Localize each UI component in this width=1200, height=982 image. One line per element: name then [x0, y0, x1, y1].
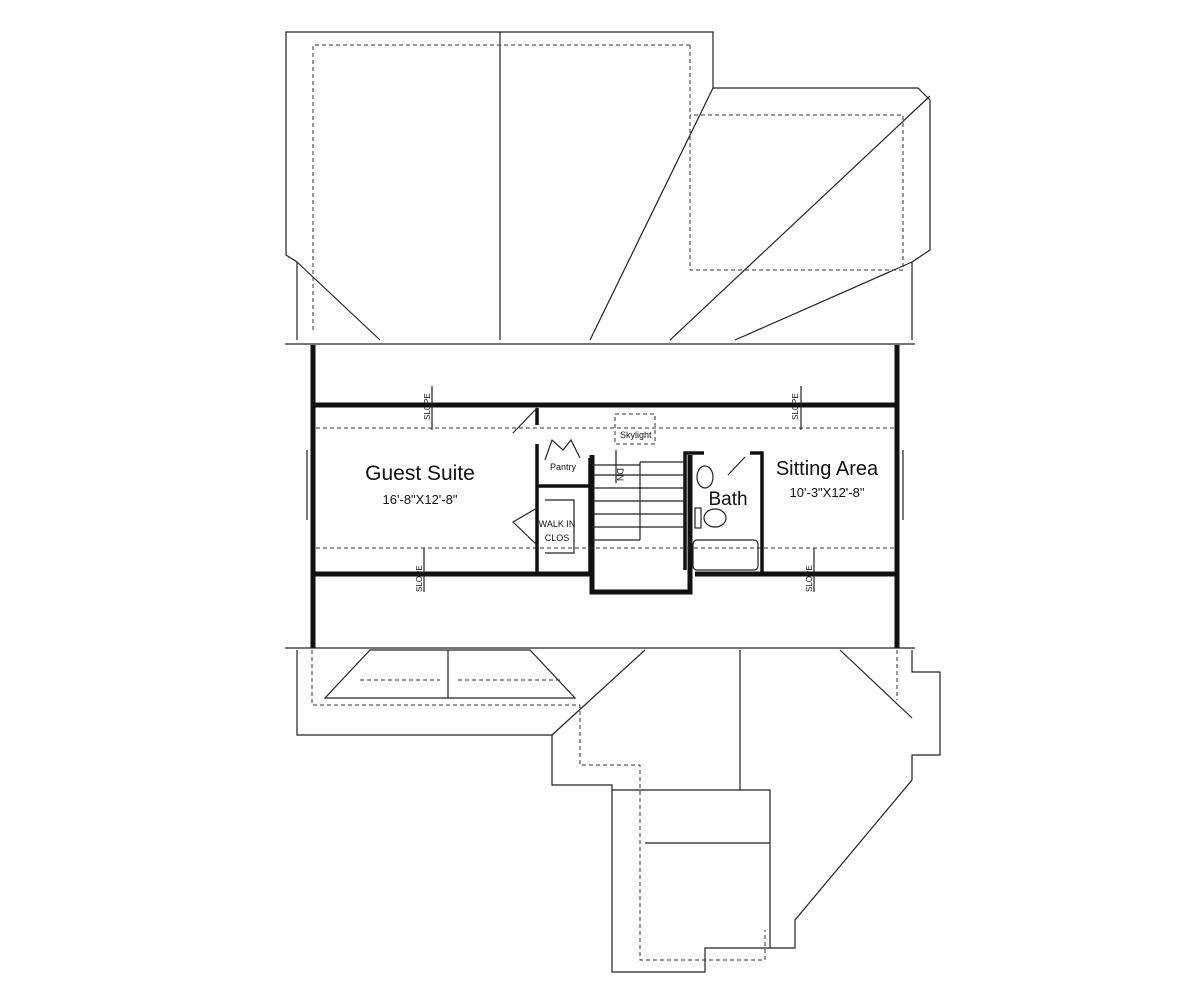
slope-label: SLOPE	[805, 565, 814, 592]
closet-label-1: WALK IN	[539, 519, 576, 529]
skylight-label: Skylight	[620, 430, 652, 440]
pantry-label: Pantry	[550, 462, 577, 472]
stair-dn-label: DN	[615, 468, 625, 481]
guest-suite-size: 16'-8"X12'-8"	[383, 492, 458, 507]
guest-suite-label: Guest Suite	[365, 462, 475, 485]
slope-label: SLOPE	[423, 393, 432, 420]
walls	[306, 345, 904, 648]
slope-label: SLOPE	[415, 565, 424, 592]
staircase: DN Skylight	[592, 413, 685, 541]
closet-label-2: CLOS	[545, 533, 570, 543]
upper-roof	[285, 31, 931, 345]
slope-label: SLOPE	[791, 393, 800, 420]
sitting-area-size: 10'-3"X12'-8"	[790, 485, 865, 500]
sitting-area-label: Sitting Area	[776, 458, 879, 480]
lower-roof	[285, 647, 941, 973]
bath-label: Bath	[708, 489, 747, 510]
slope-markers: SLOPE SLOPE SLOPE SLOPE	[415, 386, 815, 592]
